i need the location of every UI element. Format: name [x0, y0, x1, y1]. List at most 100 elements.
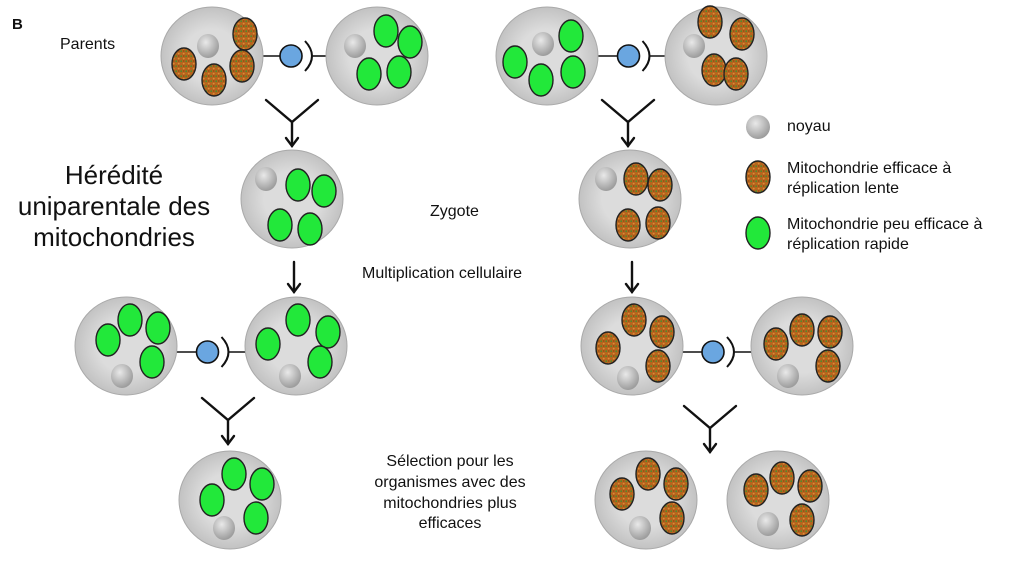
- nucleus: [629, 516, 651, 540]
- efficient-mitochondrion: [789, 313, 815, 347]
- bracket: [220, 336, 230, 368]
- down-arrow-right: [624, 260, 640, 294]
- merge-arrow-left-bottom: [200, 396, 256, 446]
- link-parents-right: [598, 40, 667, 72]
- link-daughters-right: [682, 336, 752, 368]
- efficient-mitochondrion: [769, 461, 795, 495]
- parent-cell-left-2: [325, 6, 429, 106]
- arrow-head: [702, 442, 718, 454]
- nucleus: [197, 34, 219, 58]
- offspring-cell-right-2: [726, 450, 830, 550]
- parent-cell-left-1: [160, 6, 264, 106]
- merge-arrow-left-top: [264, 98, 320, 148]
- inefficient-mitochondrion: [95, 323, 121, 357]
- legend-nucleus-label: noyau: [787, 118, 831, 135]
- cells: [74, 5, 854, 550]
- gamete-links: [177, 40, 752, 368]
- arrows: [200, 98, 738, 454]
- inefficient-mitochondrion: [307, 345, 333, 379]
- efficient-mitochondrion: [229, 49, 255, 83]
- efficient-mitochondrion: [645, 349, 671, 383]
- inefficient-mitochondrion: [267, 208, 293, 242]
- efficient-mitochondrion: [615, 208, 641, 242]
- efficient-mitochondrion: [201, 63, 227, 97]
- legend-icons: [745, 115, 771, 250]
- nucleus: [213, 516, 235, 540]
- legend-inefficient-label: Mitochondrie peu efficace à réplication …: [787, 216, 983, 253]
- down-arrow-left: [286, 260, 302, 294]
- inefficient-mitochondrion: [255, 327, 281, 361]
- merge-arms: [600, 98, 656, 124]
- nucleus: [255, 167, 277, 191]
- daughter-cell-right-1: [580, 296, 684, 396]
- efficient-mitochondrion: [635, 457, 661, 491]
- efficient-mitochondrion: [232, 17, 258, 51]
- nucleus: [777, 364, 799, 388]
- efficient-mitochondrion: [701, 53, 727, 87]
- inefficient-mitochondrion: [243, 501, 269, 535]
- nucleus: [595, 167, 617, 191]
- nucleus: [757, 512, 779, 536]
- efficient-mitochondrion: [763, 327, 789, 361]
- inefficient-mitochondrion: [297, 212, 323, 246]
- inefficient-mitochondrion: [397, 25, 423, 59]
- efficient-mitochondrion: [789, 503, 815, 537]
- efficient-mitochondrion: [815, 349, 841, 383]
- selection-label: Sélection pour les organismes avec des m…: [374, 453, 526, 533]
- nucleus: [683, 34, 705, 58]
- link-daughters-left: [177, 336, 246, 368]
- inefficient-mitochondrion: [249, 467, 275, 501]
- inefficient-mitochondrion: [386, 55, 412, 89]
- inefficient-mitochondrion: [373, 14, 399, 48]
- inefficient-mitochondrion: [560, 55, 586, 89]
- arrow-head: [624, 282, 640, 294]
- arrow-head: [220, 434, 236, 446]
- daughter-cell-left-1: [74, 296, 178, 396]
- inefficient-mitochondrion: [558, 19, 584, 53]
- inefficient-mitochondrion: [528, 63, 554, 97]
- inefficient-mitochondrion: [311, 174, 337, 208]
- efficient-mitochondrion: [647, 168, 673, 202]
- merge-arrow-right-bottom: [682, 404, 738, 454]
- inefficient-mitochondrion: [145, 311, 171, 345]
- efficient-mitochondrion: [797, 469, 823, 503]
- nucleus: [111, 364, 133, 388]
- daughter-cell-left-2: [244, 296, 348, 396]
- efficient-mitochondrion: [645, 206, 671, 240]
- legend-inefficient-icon: [745, 216, 771, 250]
- bracket: [641, 40, 651, 72]
- gamete-circle: [616, 44, 641, 68]
- arrow-head: [284, 136, 300, 148]
- nucleus: [532, 32, 554, 56]
- gamete-circle: [701, 340, 725, 364]
- efficient-mitochondrion: [171, 47, 197, 81]
- diagram-title: Hérédité uniparentale des mitochondries: [17, 160, 211, 253]
- bracket: [304, 40, 313, 72]
- efficient-mitochondrion: [649, 315, 675, 349]
- inefficient-mitochondrion: [502, 45, 528, 79]
- inefficient-mitochondrion: [117, 303, 143, 337]
- efficient-mitochondrion: [621, 303, 647, 337]
- inefficient-mitochondrion: [285, 168, 311, 202]
- inefficient-mitochondrion: [356, 57, 382, 91]
- merge-arms: [264, 98, 320, 124]
- parents-label: Parents: [60, 36, 116, 53]
- efficient-mitochondrion: [609, 477, 635, 511]
- panel-letter: B: [12, 16, 23, 33]
- offspring-cell-left: [178, 450, 282, 550]
- bracket: [726, 336, 735, 368]
- link-parents-left: [262, 40, 328, 72]
- efficient-mitochondrion: [623, 162, 649, 196]
- zygote-left: [240, 149, 344, 249]
- legend-efficient-label: Mitochondrie efficace à réplication lent…: [787, 160, 952, 197]
- arrow-head: [286, 282, 302, 294]
- merge-arms: [682, 404, 738, 430]
- efficient-mitochondrion: [697, 5, 723, 39]
- efficient-mitochondrion: [659, 501, 685, 535]
- gamete-circle: [279, 44, 303, 68]
- legend-efficient-icon: [745, 160, 771, 194]
- nucleus: [617, 366, 639, 390]
- efficient-mitochondrion: [663, 467, 689, 501]
